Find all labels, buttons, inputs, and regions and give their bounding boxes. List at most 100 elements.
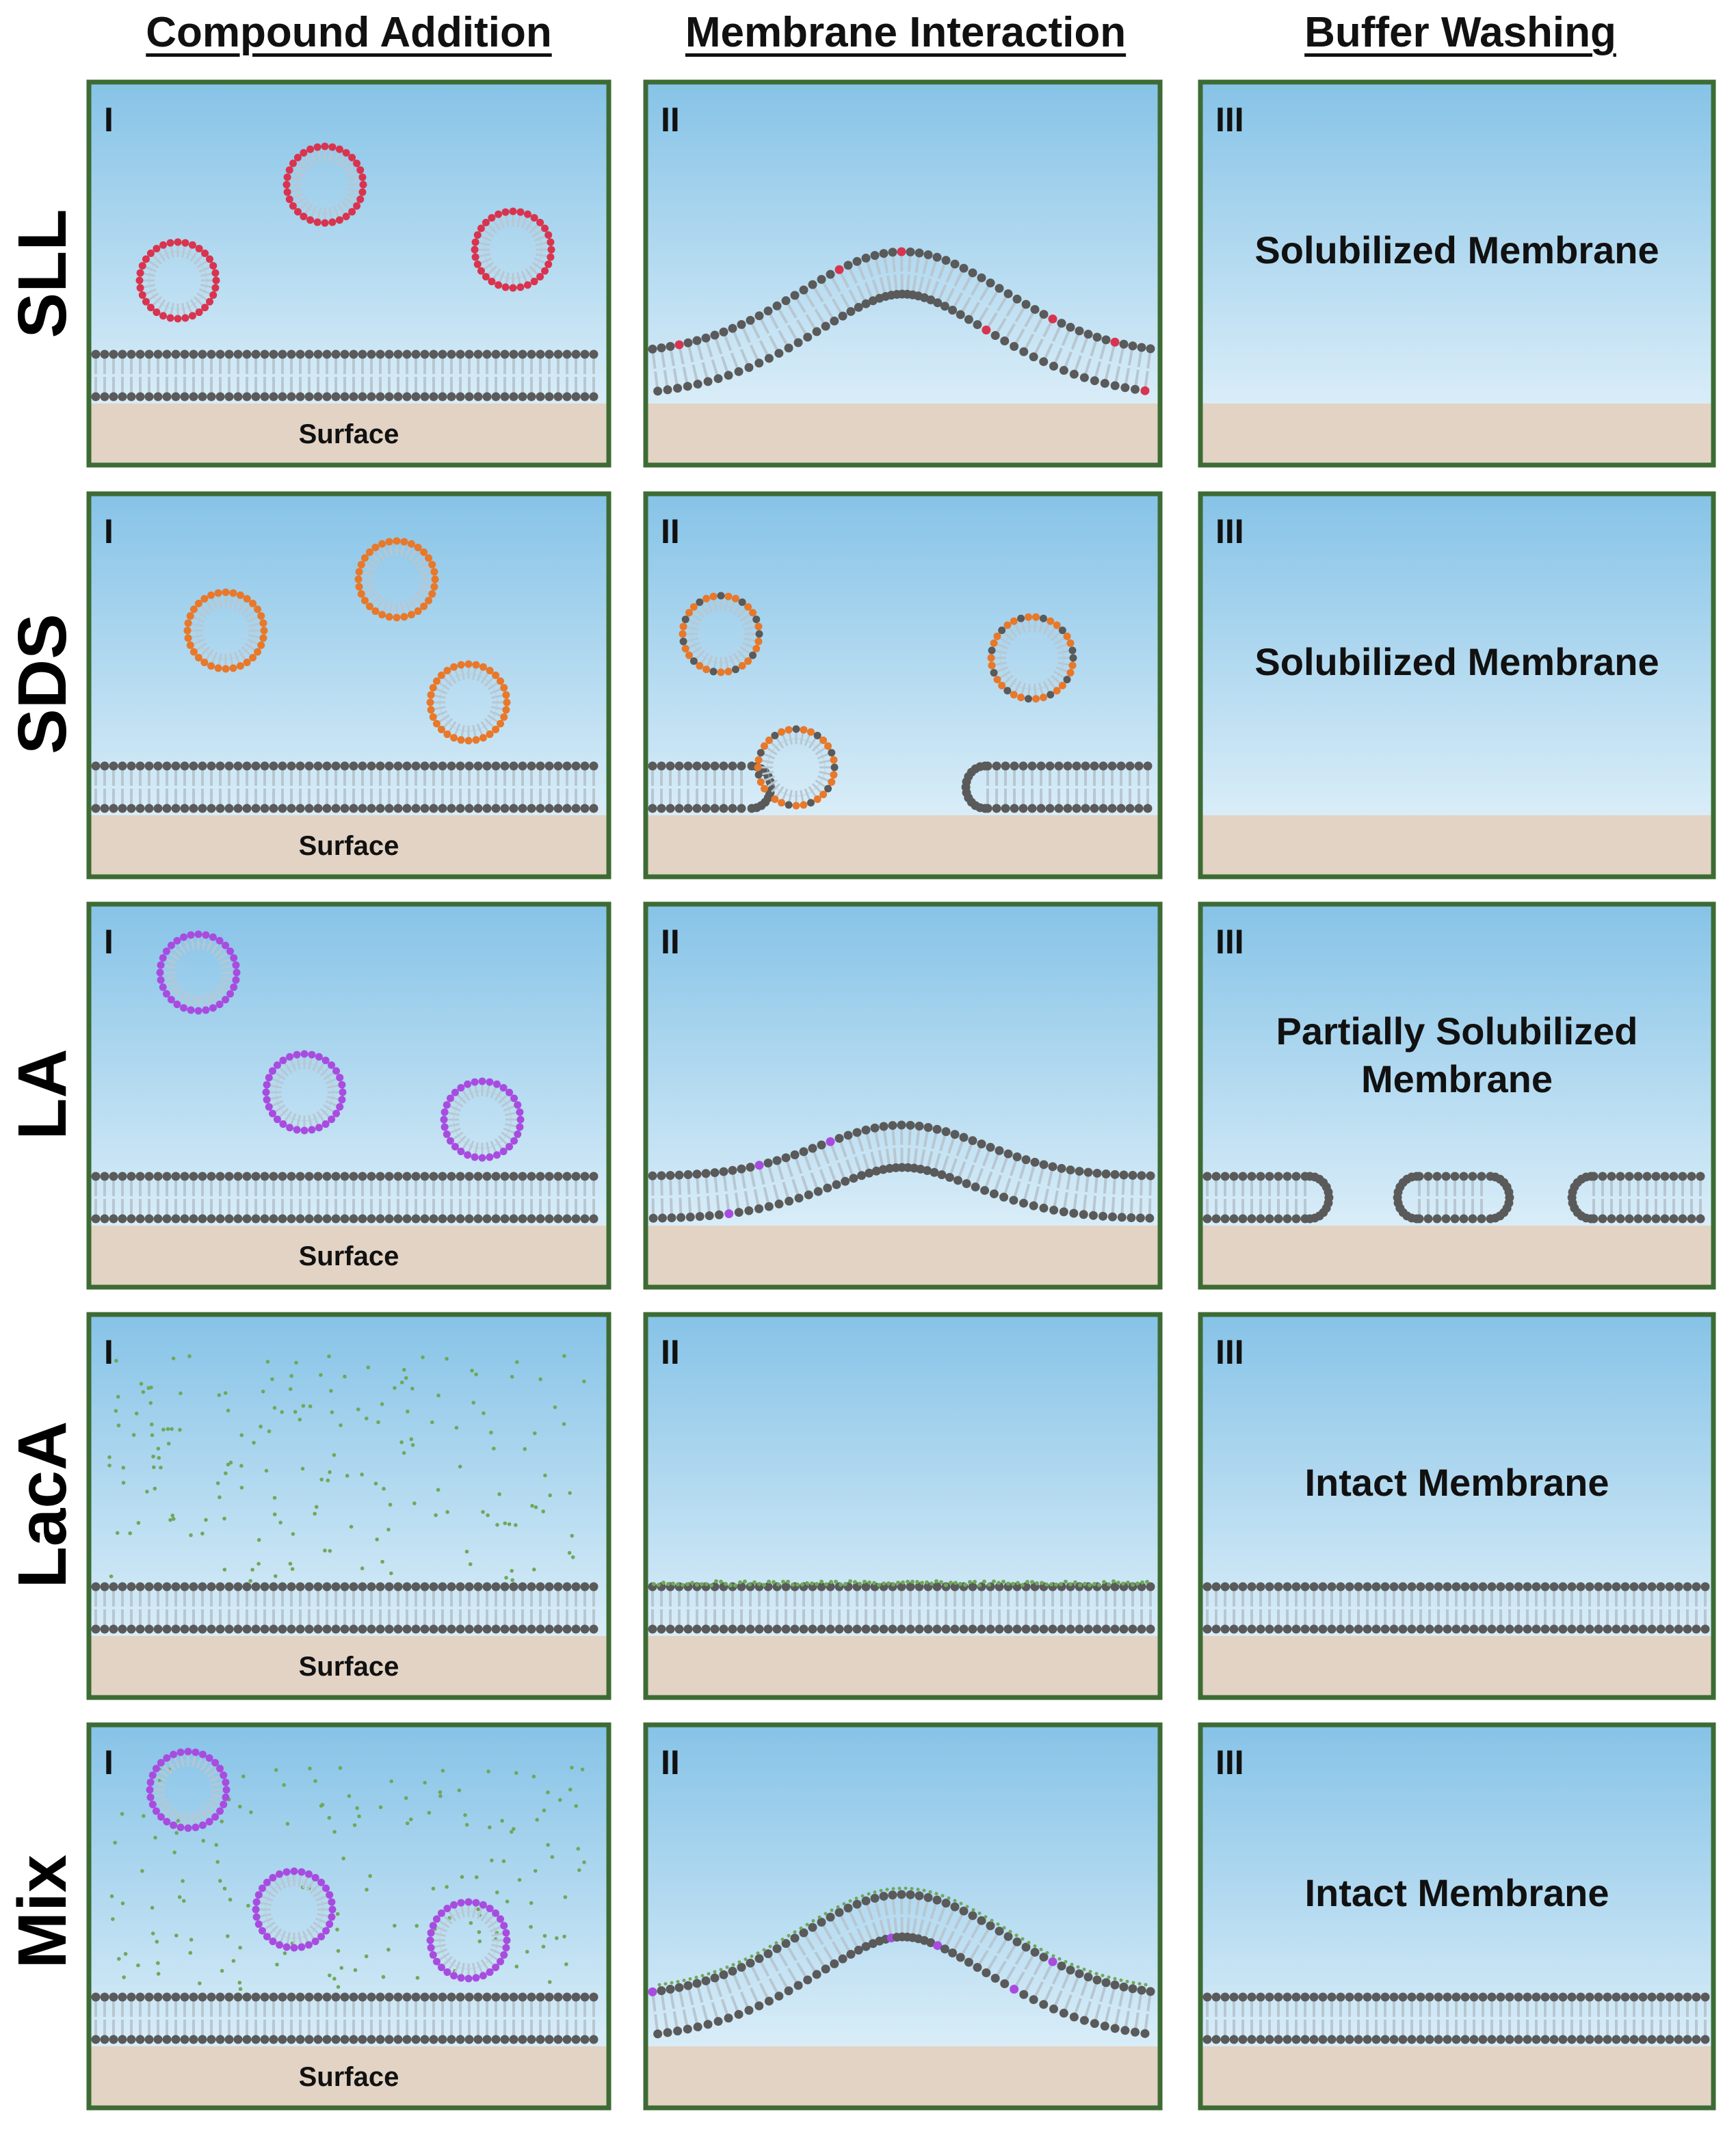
laca-particle bbox=[218, 1879, 222, 1883]
lipid-head bbox=[1598, 1172, 1607, 1181]
lipid-head bbox=[693, 2022, 702, 2032]
laca-particle bbox=[910, 1579, 915, 1584]
surface-block bbox=[1200, 815, 1713, 877]
lipid-head bbox=[790, 1150, 800, 1159]
lipid-head bbox=[1072, 804, 1081, 813]
panel-border bbox=[643, 491, 1163, 880]
lipid-head bbox=[1029, 352, 1038, 362]
vesicle-head bbox=[243, 659, 251, 667]
vesicle-head bbox=[477, 267, 485, 275]
vesicle-head bbox=[426, 1936, 434, 1944]
lipid-head bbox=[251, 1582, 261, 1591]
lipid-head bbox=[1000, 1979, 1010, 1989]
vesicle-head bbox=[430, 568, 438, 576]
lipid-head bbox=[135, 1624, 145, 1634]
lipid-head bbox=[746, 1624, 755, 1634]
lipid-head bbox=[1012, 1624, 1022, 1634]
vesicle-head bbox=[990, 669, 998, 677]
lipid-tail bbox=[970, 1923, 981, 1939]
surface-block bbox=[89, 2046, 609, 2108]
lipid-head bbox=[1057, 1961, 1066, 1971]
lipid-head bbox=[1487, 1992, 1497, 2002]
vesicle-head bbox=[220, 1800, 228, 1808]
laca-particle bbox=[756, 1951, 760, 1955]
lipid-head bbox=[207, 804, 216, 813]
lipid-head bbox=[402, 1172, 412, 1181]
laca-particle bbox=[547, 1980, 552, 1984]
vesicle-head bbox=[471, 1078, 479, 1086]
vesicle-head bbox=[492, 1151, 501, 1159]
lipid-head bbox=[737, 1164, 746, 1174]
lipid-head bbox=[1090, 376, 1099, 386]
lipid-head bbox=[1110, 337, 1120, 347]
lipid-head bbox=[1003, 1931, 1013, 1941]
lipid-head bbox=[500, 2035, 510, 2044]
lipid-head bbox=[518, 1992, 527, 2002]
laca-particle bbox=[153, 1836, 157, 1840]
vesicle-head bbox=[181, 314, 189, 322]
lipid-head bbox=[1683, 1582, 1692, 1591]
lipid-tail bbox=[862, 1153, 869, 1170]
lipid-head bbox=[1443, 2035, 1452, 2044]
vesicle-head bbox=[339, 1088, 347, 1096]
stage-numeral: II bbox=[661, 1743, 680, 1782]
laca-particle bbox=[574, 1804, 579, 1808]
laca-particle bbox=[237, 1981, 242, 1985]
laca-particle bbox=[339, 1966, 344, 1970]
vesicle-head bbox=[488, 278, 496, 286]
lipid-head bbox=[744, 1206, 754, 1215]
lipid-head bbox=[571, 1172, 581, 1181]
lipid-head bbox=[838, 1954, 847, 1964]
lipid-head bbox=[438, 1624, 447, 1634]
lipid-head bbox=[1531, 1992, 1541, 2002]
vesicle-head bbox=[189, 605, 198, 613]
vesicle-head bbox=[486, 730, 494, 739]
lipid-tail bbox=[878, 1150, 884, 1166]
lipid-tail bbox=[962, 276, 972, 291]
lipid-head bbox=[571, 1624, 581, 1634]
vesicle-head bbox=[259, 634, 267, 642]
lipid-head bbox=[1354, 1624, 1363, 1634]
lipid-head bbox=[580, 392, 590, 401]
vesicle-head bbox=[1017, 693, 1025, 702]
laca-particle bbox=[356, 1407, 360, 1412]
lipid-tail bbox=[945, 287, 956, 304]
lipid-tail bbox=[969, 302, 980, 317]
lipid-head bbox=[295, 1624, 305, 1634]
lipid-head bbox=[1616, 1172, 1625, 1181]
vesicle-head bbox=[536, 273, 544, 281]
vesicle-head bbox=[304, 1870, 313, 1878]
lipid-head bbox=[135, 1172, 145, 1181]
laca-particle bbox=[1131, 1981, 1135, 1985]
lipid-head bbox=[1300, 2035, 1310, 2044]
lipid-tail bbox=[1064, 1994, 1073, 2010]
vesicle-head bbox=[446, 1094, 454, 1102]
laca-particle bbox=[1001, 1579, 1005, 1584]
laca-particle bbox=[285, 1821, 290, 1826]
laca-particle bbox=[576, 1847, 581, 1851]
lipid-head bbox=[544, 2035, 554, 2044]
vesicle-head bbox=[516, 208, 525, 216]
laca-particle bbox=[178, 1427, 182, 1432]
lipid-head bbox=[393, 804, 403, 813]
lipid-head bbox=[870, 1123, 880, 1133]
lipid-head bbox=[464, 1624, 474, 1634]
lipid-tail bbox=[919, 1149, 926, 1165]
lipid-head bbox=[242, 1582, 252, 1591]
vesicle-head bbox=[457, 1899, 465, 1907]
lipid-tail bbox=[750, 1171, 756, 1187]
vesicle-head bbox=[286, 1053, 294, 1061]
laca-particle bbox=[136, 1963, 140, 1968]
vesicle-head bbox=[356, 166, 365, 174]
laca-particle bbox=[548, 1493, 552, 1498]
laca-particle bbox=[867, 1580, 871, 1585]
lipid-head bbox=[667, 1213, 676, 1223]
lipid-head bbox=[553, 1624, 563, 1634]
lipid-head bbox=[571, 1992, 581, 2002]
lipid-head bbox=[447, 1582, 456, 1591]
lipid-head bbox=[580, 2035, 590, 2044]
lipid-head bbox=[1069, 2012, 1079, 2022]
lipid-head bbox=[251, 761, 261, 771]
